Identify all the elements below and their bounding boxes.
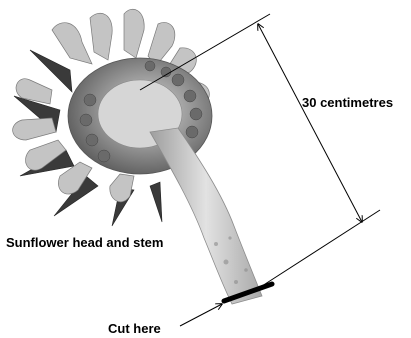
cut-here-label: Cut here	[108, 322, 161, 335]
flower-stem	[150, 128, 262, 304]
bottom-extension-line	[262, 210, 380, 286]
cut-pointer-arrow	[180, 304, 222, 326]
sunflower-head-illustration	[13, 9, 262, 304]
subject-label: Sunflower head and stem	[6, 236, 163, 249]
measurement-label: 30 centimetres	[302, 96, 393, 109]
dimension-arrow	[258, 24, 362, 222]
